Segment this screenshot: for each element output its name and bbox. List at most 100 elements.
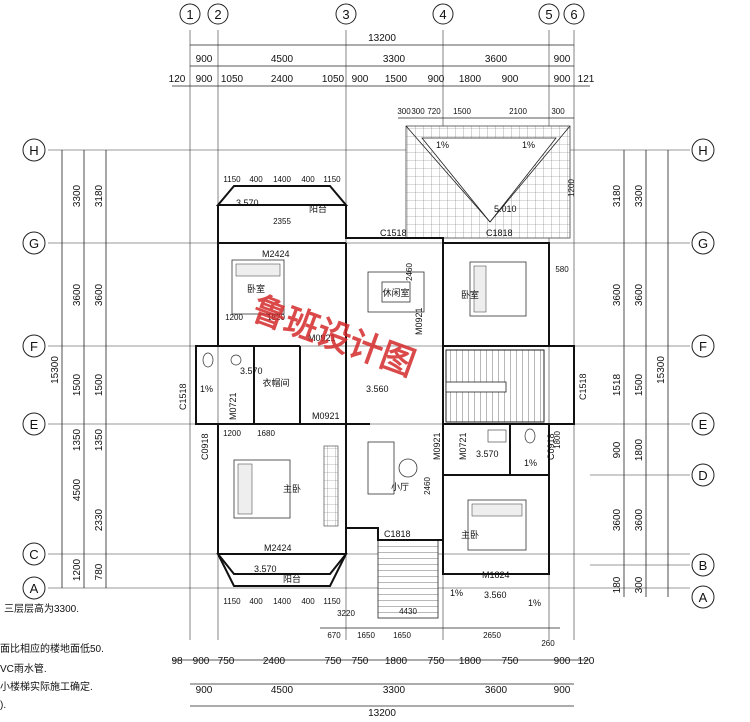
levels: 3.570 3.570 3.570 3.570 3.560 3.560 1% 1… <box>200 198 541 608</box>
svg-text:780: 780 <box>94 563 105 580</box>
svg-text:1500: 1500 <box>453 107 471 116</box>
svg-text:1400: 1400 <box>273 175 291 184</box>
svg-text:3300: 3300 <box>383 54 406 65</box>
svg-text:4500: 4500 <box>271 54 294 65</box>
axis-bubble-left-G: G <box>22 231 46 255</box>
svg-text:300: 300 <box>551 107 565 116</box>
svg-text:1800: 1800 <box>553 431 562 449</box>
svg-text:900: 900 <box>612 441 623 458</box>
svg-text:H: H <box>698 143 707 158</box>
opening-codes: M2424 C1518 C1818 M0921 M0921 M0921 M072… <box>178 228 588 580</box>
svg-text:400: 400 <box>249 597 263 606</box>
axis-bubble-top-5: 5 <box>538 3 560 25</box>
svg-text:750: 750 <box>502 656 519 667</box>
note-floor-level: 面比相应的楼地面低50. <box>0 642 104 655</box>
svg-text:1650: 1650 <box>393 631 411 640</box>
svg-text:900: 900 <box>352 74 369 85</box>
svg-text:2100: 2100 <box>509 107 527 116</box>
left-dimensions: 15300 3300 3600 1500 1350 4500 1200 3180… <box>50 150 107 588</box>
svg-text:1200: 1200 <box>567 179 576 197</box>
svg-text:1500: 1500 <box>385 74 408 85</box>
svg-text:900: 900 <box>193 656 210 667</box>
svg-text:3300: 3300 <box>634 184 645 207</box>
svg-text:2330: 2330 <box>94 508 105 531</box>
svg-text:2: 2 <box>214 7 221 22</box>
svg-text:2650: 2650 <box>483 631 501 640</box>
svg-text:1%: 1% <box>522 140 535 150</box>
svg-text:G: G <box>698 236 708 251</box>
svg-text:580: 580 <box>555 265 569 274</box>
main-stair-landing <box>445 381 507 393</box>
axis-bubble-top-2: 2 <box>207 3 229 25</box>
svg-text:1050: 1050 <box>322 74 345 85</box>
svg-text:2400: 2400 <box>271 74 294 85</box>
svg-text:670: 670 <box>327 631 341 640</box>
svg-text:B: B <box>699 558 708 573</box>
svg-text:3.560: 3.560 <box>366 384 389 394</box>
svg-text:1200: 1200 <box>72 558 83 581</box>
axis-bubble-right-E: E <box>691 412 715 436</box>
svg-text:5: 5 <box>545 7 552 22</box>
svg-text:F: F <box>699 339 707 354</box>
svg-text:300: 300 <box>411 107 425 116</box>
svg-text:1680: 1680 <box>257 429 275 438</box>
svg-text:C: C <box>29 547 38 562</box>
axis-bubble-left-E: E <box>22 412 46 436</box>
room-labels: 卧室 卧室 休闲室 衣帽间 主卧 主卧 小厅 阳台 阳台 <box>247 203 479 584</box>
room-living: 小厅 <box>391 482 409 492</box>
roof-level: 5.010 <box>494 204 517 214</box>
svg-text:C1818: C1818 <box>486 228 513 238</box>
svg-text:M0721: M0721 <box>228 392 238 420</box>
svg-text:C1518: C1518 <box>380 228 407 238</box>
svg-text:900: 900 <box>428 74 445 85</box>
svg-text:400: 400 <box>301 597 315 606</box>
svg-text:900: 900 <box>502 74 519 85</box>
svg-text:M0721: M0721 <box>458 432 468 460</box>
svg-text:C1518: C1518 <box>178 383 188 410</box>
axis-bubble-right-D: D <box>691 463 715 487</box>
svg-text:2355: 2355 <box>273 217 291 226</box>
svg-text:3220: 3220 <box>337 609 355 618</box>
svg-text:300: 300 <box>634 576 645 593</box>
svg-text:400: 400 <box>301 175 315 184</box>
svg-text:260: 260 <box>541 639 555 648</box>
svg-text:3600: 3600 <box>612 508 623 531</box>
note-end: ). <box>0 700 6 711</box>
svg-text:G: G <box>29 236 39 251</box>
axis-bubble-top-6: 6 <box>563 3 585 25</box>
svg-text:1500: 1500 <box>94 373 105 396</box>
svg-text:M0921: M0921 <box>432 432 442 460</box>
svg-text:1%: 1% <box>436 140 449 150</box>
bottom-dimensions: 98 900 750 2400 750 750 1800 750 1800 75… <box>171 656 594 719</box>
axis-bubble-left-A: A <box>22 576 46 600</box>
room-master-se: 主卧 <box>461 529 479 540</box>
svg-text:C0918: C0918 <box>546 433 556 460</box>
svg-text:3180: 3180 <box>612 184 623 207</box>
svg-text:3600: 3600 <box>72 283 83 306</box>
svg-text:1800: 1800 <box>385 656 408 667</box>
svg-text:1350: 1350 <box>72 428 83 451</box>
svg-text:4430: 4430 <box>399 607 417 616</box>
svg-text:3600: 3600 <box>485 54 508 65</box>
svg-text:E: E <box>699 417 708 432</box>
svg-text:M2424: M2424 <box>262 249 290 259</box>
axis-bubble-right-H: H <box>691 138 715 162</box>
svg-text:M1824: M1824 <box>482 570 510 580</box>
svg-text:2460: 2460 <box>423 477 432 495</box>
room-bedroom-ne: 卧室 <box>461 289 479 300</box>
front-stair <box>377 539 439 619</box>
svg-text:1%: 1% <box>450 588 463 598</box>
svg-text:3600: 3600 <box>485 685 508 696</box>
note-pipe: VC雨水管. <box>0 662 47 675</box>
svg-text:4500: 4500 <box>72 478 83 501</box>
svg-text:180: 180 <box>612 576 623 593</box>
svg-text:H: H <box>29 143 38 158</box>
svg-text:E: E <box>30 417 39 432</box>
svg-text:1200: 1200 <box>225 313 243 322</box>
svg-text:900: 900 <box>196 685 213 696</box>
axis-bubble-right-A: A <box>691 585 715 609</box>
axis-bubble-right-F: F <box>691 334 715 358</box>
room-master-sw: 主卧 <box>283 483 301 494</box>
svg-text:M0921: M0921 <box>312 411 340 421</box>
